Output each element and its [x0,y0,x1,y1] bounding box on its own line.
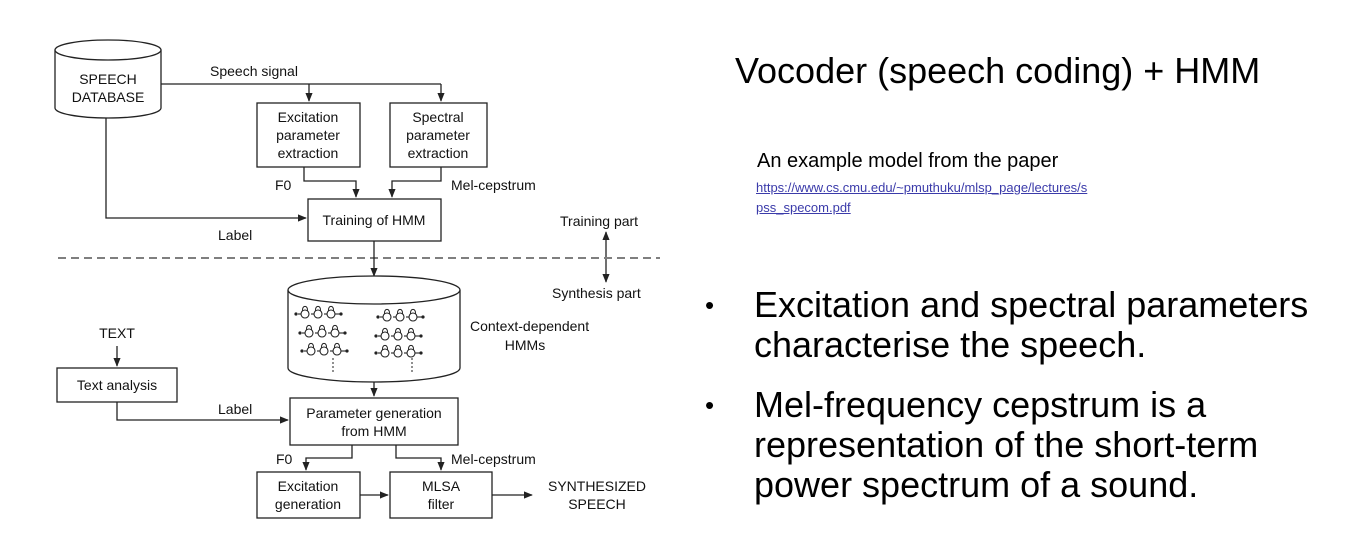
bullet-dot-icon: • [705,390,715,420]
hmm-chain-icons [294,305,425,372]
excitation-extraction-line3: extraction [278,145,339,161]
spectral-extraction-line1: Spectral [412,109,463,125]
excitation-gen-line2: generation [275,496,341,512]
mlsa-line2: filter [428,496,455,512]
f0-top-label: F0 [275,177,292,193]
melcep-to-training-arrow [388,167,442,198]
spectral-extraction-box: Spectral parameter extraction [389,102,488,168]
bullet-item: • Excitation and spectral parameters cha… [705,285,1355,365]
database-label-line2: DATABASE [72,89,145,105]
paper-link-line1[interactable]: https://www.cs.cmu.edu/~pmuthuku/mlsp_pa… [756,180,1088,195]
text-input-label: TEXT [99,325,135,341]
bullet-1-line2: characterise the speech. [754,324,1147,365]
context-hmms-line2: HMMs [505,337,545,353]
hmm-chain-icon [376,308,425,322]
f0-bottom-label: F0 [276,451,293,467]
melcep-to-mlsa-arrow [395,445,445,471]
bullet-2-line3: power spectrum of a sound. [754,464,1199,505]
text-analysis-box: Text analysis [56,367,178,403]
mlsa-filter-box: MLSA filter [389,471,493,519]
bullet-dot-icon: • [705,290,715,320]
spectral-extraction-line2: parameter [406,127,470,143]
paramgen-line2: from HMM [341,423,406,439]
training-hmm-label: Training of HMM [323,212,426,228]
f0-to-training-arrow [303,167,360,198]
bullet-2-line2: representation of the short-term [754,424,1259,465]
excitation-generation-box: Excitation generation [256,471,361,519]
bullet-item: • Mel-frequency cepstrum is a representa… [705,385,1355,505]
paper-link-line2[interactable]: pss_specom.pdf [756,200,851,215]
bullet-2-line1: Mel-frequency cepstrum is a [754,384,1207,425]
database-label-line1: SPEECH [79,71,137,87]
synthesized-line1: SYNTHESIZED [548,478,646,494]
parameter-generation-box: Parameter generation from HMM [289,397,459,446]
hmm-synthesis-diagram: SPEECH DATABASE Speech signal Excitation… [54,39,660,519]
bullet-list: • Excitation and spectral parameters cha… [705,285,1355,525]
speech-signal-label: Speech signal [210,63,298,79]
f0-to-excitation-gen-arrow [302,445,353,471]
excitation-extraction-box: Excitation parameter extraction [256,102,361,168]
melcep-bottom-label: Mel-cepstrum [451,451,536,467]
training-hmm-box: Training of HMM [307,198,442,242]
label-to-training-arrow [105,118,307,222]
text-analysis-label: Text analysis [77,377,157,393]
melcep-top-label: Mel-cepstrum [451,177,536,193]
slide-title: Vocoder (speech coding) + HMM [735,50,1261,91]
label-bottom-text: Label [218,401,252,417]
context-hmm-cylinder [287,275,461,383]
spectral-extraction-line3: extraction [408,145,469,161]
excitation-gen-line1: Excitation [278,478,339,494]
context-hmms-line1: Context-dependent [470,318,589,334]
mlsa-line1: MLSA [422,478,461,494]
paper-caption: An example model from the paper [757,150,1059,172]
synthesized-line2: SPEECH [568,496,626,512]
label-to-paramgen-arrow [116,402,289,424]
hmm-chain-icon [294,305,343,319]
excitation-extraction-line1: Excitation [278,109,339,125]
hmm-chain-icon [374,327,423,341]
hmm-chain-icon [300,342,349,356]
paramgen-line1: Parameter generation [306,405,441,421]
synthesis-part-label: Synthesis part [552,285,641,301]
label-top-text: Label [218,227,252,243]
hmm-chain-icon [374,344,423,358]
speech-database-cylinder: SPEECH DATABASE [54,39,162,119]
bullet-1-line1: Excitation and spectral parameters [754,284,1309,325]
training-part-label: Training part [560,213,638,229]
excitation-extraction-line2: parameter [276,127,340,143]
hmm-chain-icon [298,324,347,338]
